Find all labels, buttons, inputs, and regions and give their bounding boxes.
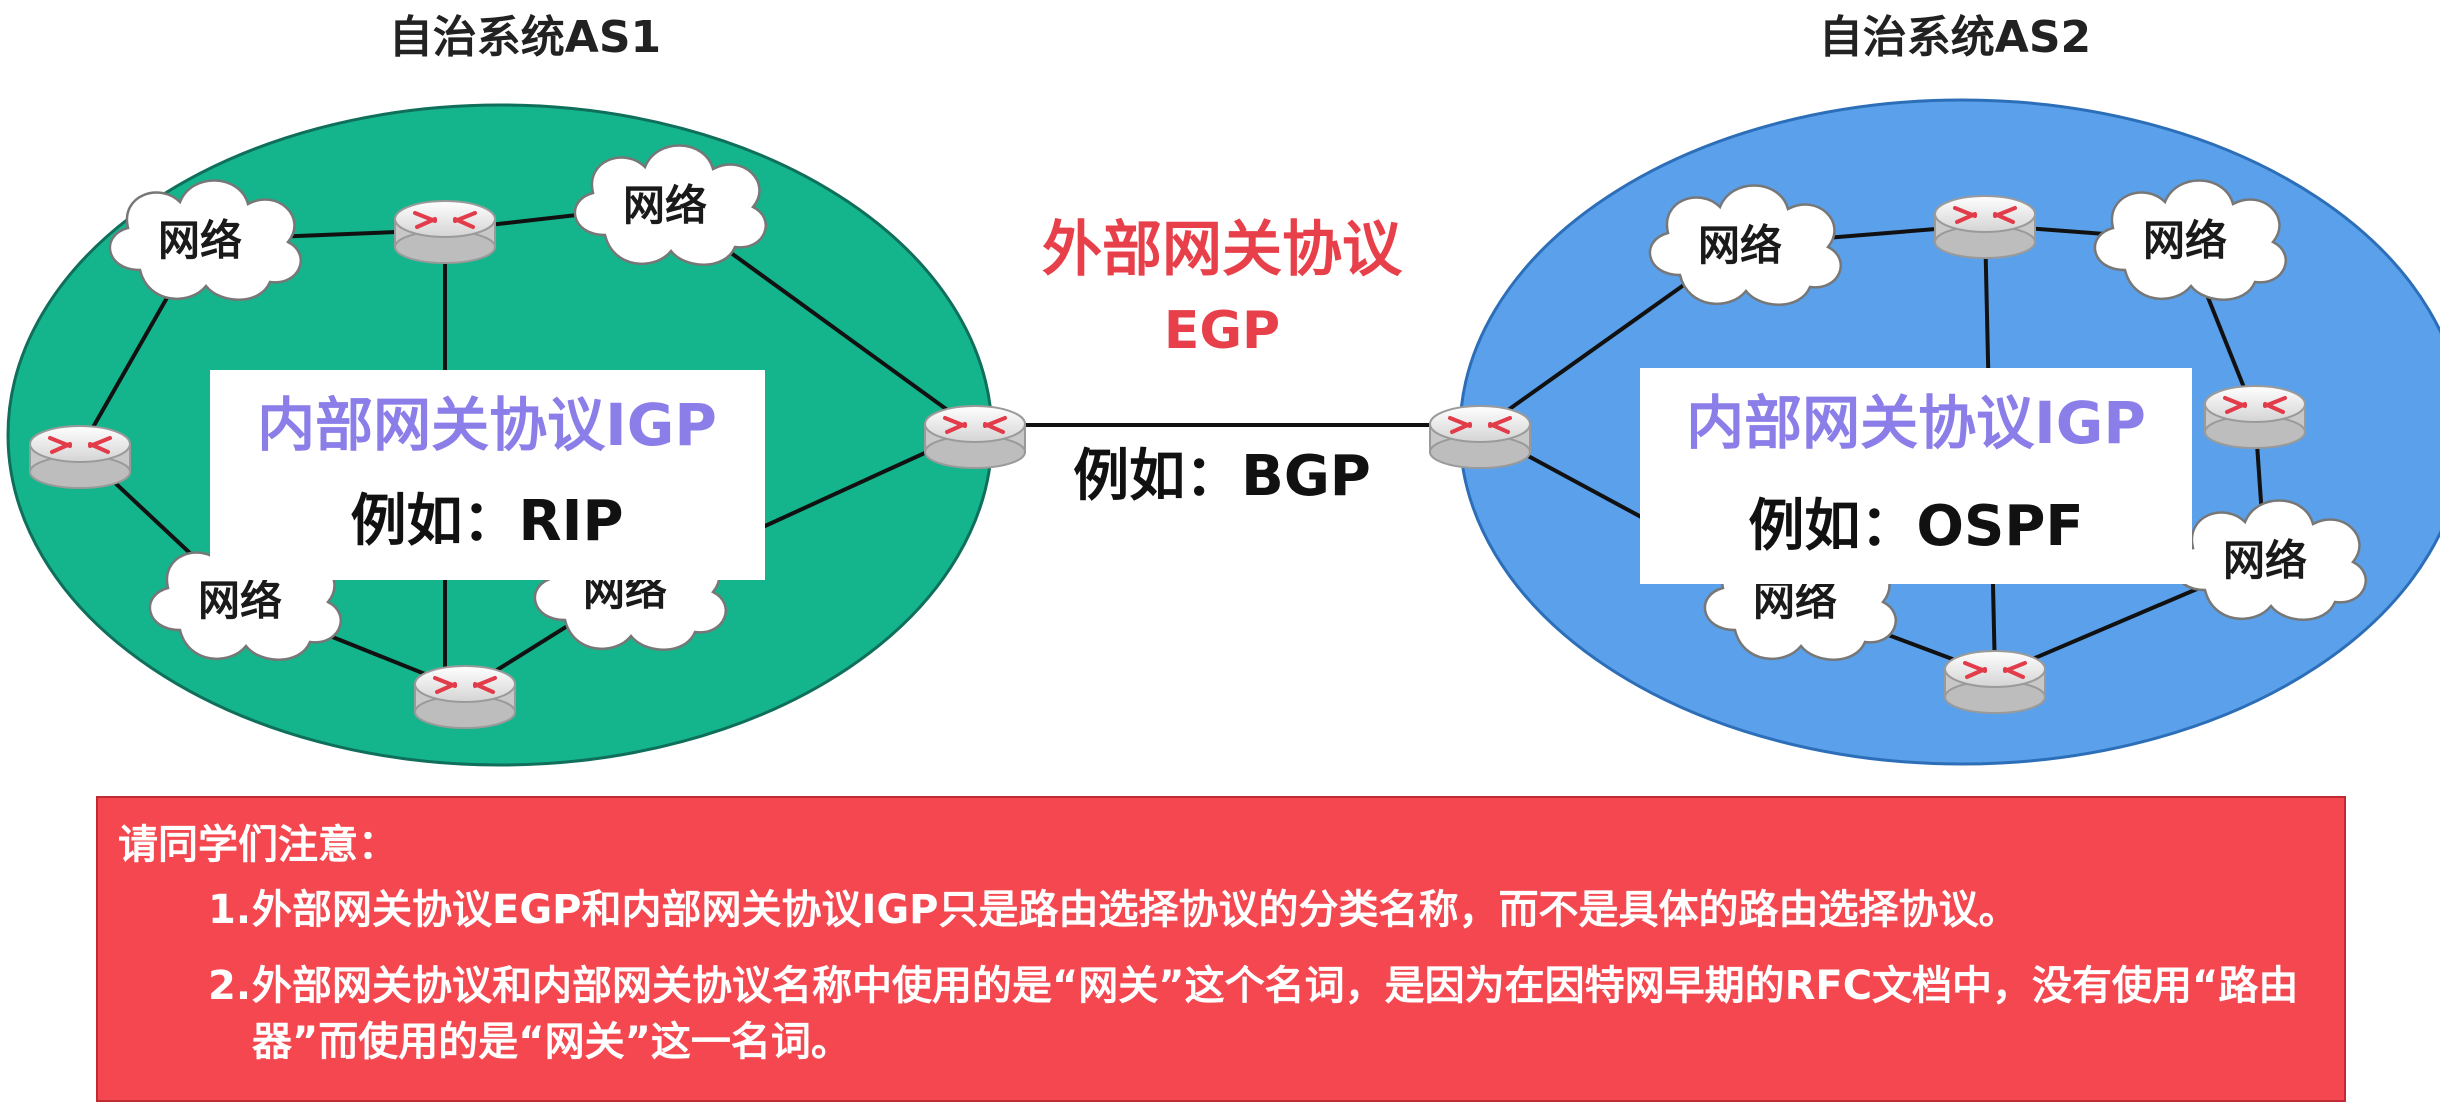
note-number: 1. <box>208 887 252 933</box>
router-icon <box>923 404 1027 470</box>
as2-igp-example: 例如：OSPF <box>1748 494 2083 559</box>
as1-igp-box <box>210 370 765 580</box>
router-icon <box>2203 384 2307 450</box>
list-item: 1. 外部网关协议EGP和内部网关协议IGP只是路由选择协议的分类名称，而不是具… <box>208 882 2328 938</box>
cloud-label: 网络 <box>2223 536 2307 585</box>
router-icon <box>1933 194 2037 260</box>
router-icon <box>28 424 132 490</box>
cloud-icon: 网络 <box>108 179 303 302</box>
cloud-icon: 网络 <box>2093 179 2288 302</box>
cloud-label: 网络 <box>2143 216 2227 265</box>
cloud-label: 网络 <box>198 576 282 625</box>
list-item: 2. 外部网关协议和内部网关协议名称中使用的是“网关”这个名词，是因为在因特网早… <box>208 958 2328 1070</box>
cloud-icon: 网络 <box>573 144 768 267</box>
as2-igp-title: 内部网关协议IGP <box>1686 389 2146 457</box>
cloud-icon: 网络 <box>2173 499 2368 622</box>
note-text: 外部网关协议和内部网关协议名称中使用的是“网关”这个名词，是因为在因特网早期的R… <box>252 963 2299 1065</box>
router-icon <box>1428 404 1532 470</box>
note-box: 请同学们注意： 1. 外部网关协议EGP和内部网关协议IGP只是路由选择协议的分… <box>96 796 2346 1102</box>
cloud-label: 网络 <box>623 181 707 230</box>
as2-igp-box <box>1640 368 2192 584</box>
cloud-label: 网络 <box>1753 576 1837 625</box>
cloud-icon: 网络 <box>1703 539 1898 662</box>
cloud-label: 网络 <box>158 216 242 265</box>
as1-igp-example: 例如：RIP <box>351 489 624 554</box>
egp-example: 例如：BGP <box>1073 444 1371 509</box>
router-icon <box>393 199 497 265</box>
egp-title: 外部网关协议 <box>1042 215 1403 285</box>
as1-title: 自治系统AS1 <box>389 12 661 63</box>
as2-title: 自治系统AS2 <box>1819 12 2091 63</box>
egp-abbr: EGP <box>1164 301 1280 361</box>
router-icon <box>1943 649 2047 715</box>
cloud-icon: 网络 <box>148 539 343 662</box>
as1-igp-title: 内部网关协议IGP <box>257 391 717 459</box>
cloud-label: 网络 <box>1698 221 1782 270</box>
cloud-icon: 网络 <box>1648 184 1843 307</box>
note-list: 1. 外部网关协议EGP和内部网关协议IGP只是路由选择协议的分类名称，而不是具… <box>208 882 2328 1090</box>
router-icon <box>413 664 517 730</box>
note-number: 2. <box>208 963 252 1009</box>
note-title: 请同学们注意： <box>118 822 398 868</box>
note-text: 外部网关协议EGP和内部网关协议IGP只是路由选择协议的分类名称，而不是具体的路… <box>252 887 2019 933</box>
